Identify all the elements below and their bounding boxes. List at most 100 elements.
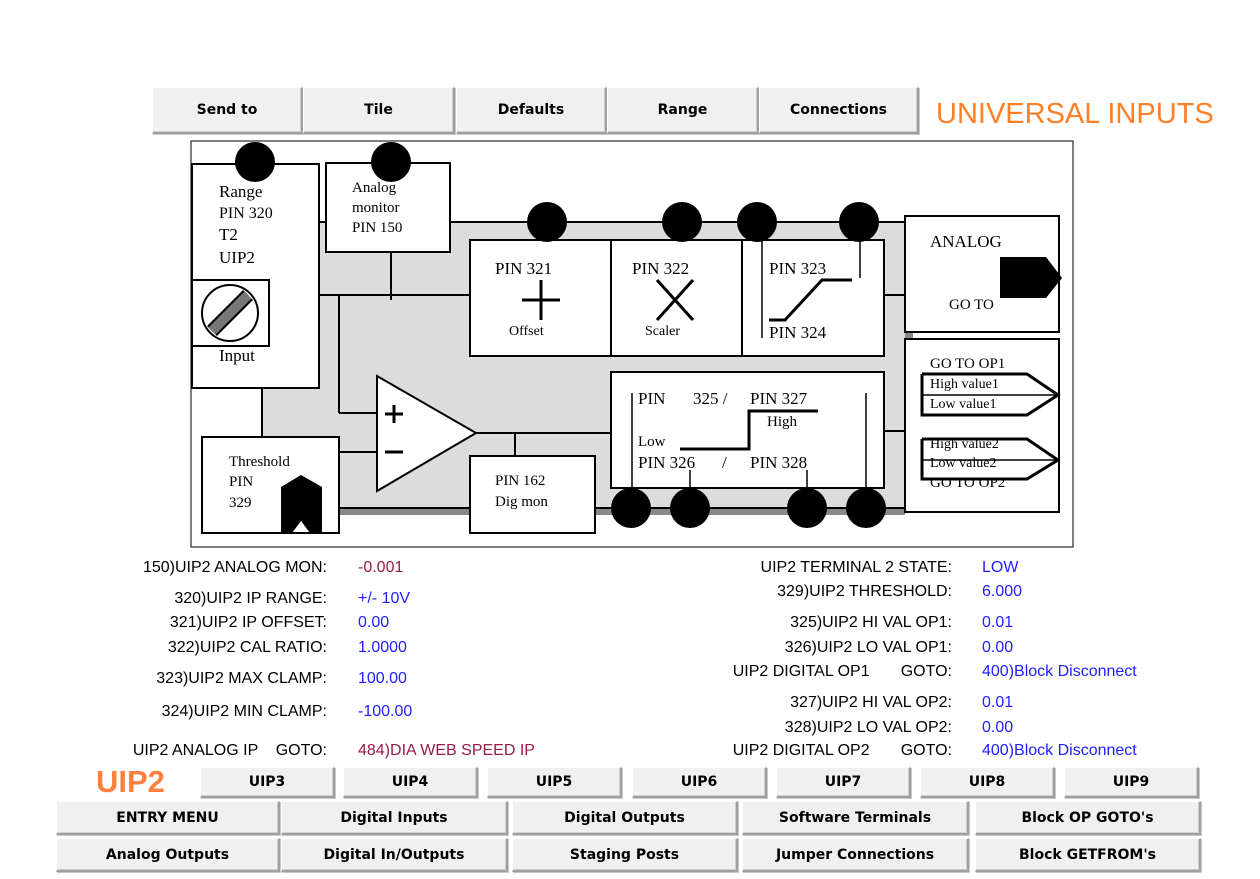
param-value[interactable]: -100.00	[358, 703, 413, 720]
step-curve-icon	[680, 409, 818, 451]
param-value[interactable]: 400)Block Disconnect	[982, 663, 1137, 680]
param-value[interactable]: 0.01	[982, 694, 1014, 711]
param-label: UIP2 TERMINAL 2 STATE:	[760, 559, 952, 576]
param-label: 327)UIP2 HI VAL OP2:	[790, 694, 952, 711]
dig-mon-box	[469, 455, 596, 534]
digital-in-outputs-button[interactable]: Digital In/Outputs	[281, 838, 508, 872]
low-value1-label: Low value1	[930, 397, 996, 412]
clamp-curve-icon	[769, 278, 852, 322]
uip5-button[interactable]: UIP5	[487, 767, 622, 798]
param-label: 324)UIP2 MIN CLAMP:	[161, 703, 327, 720]
param-label: 150)UIP2 ANALOG MON:	[142, 559, 327, 576]
param-value[interactable]: 484)DIA WEB SPEED IP	[358, 742, 535, 759]
low-label: Low	[638, 434, 666, 450]
uip4-button[interactable]: UIP4	[343, 767, 478, 798]
pin-circles	[235, 142, 886, 528]
analog-goto-arrow-icon	[1000, 257, 1062, 298]
param-label: UIP2 DIGITAL OP1 GOTO:	[732, 663, 952, 680]
analog-monitor-label: monitor	[352, 200, 400, 216]
digital-goto-arrow-icon	[920, 372, 1061, 481]
hilo-pin-label: PIN	[638, 389, 665, 408]
current-uip-label: UIP2	[96, 764, 165, 799]
pin-circle	[737, 202, 777, 242]
pin-circle	[371, 142, 411, 182]
min-clamp-pin: PIN 324	[769, 323, 827, 342]
dig-mon-pin: PIN 162	[495, 473, 545, 489]
range-box	[191, 162, 1060, 534]
high-value2-label: High value2	[930, 437, 999, 452]
param-value[interactable]: 6.000	[982, 583, 1023, 600]
pin-circle	[527, 202, 567, 242]
pin-circle	[670, 488, 710, 528]
software-terminals-button[interactable]: Software Terminals	[742, 801, 969, 835]
param-value[interactable]: LOW	[982, 559, 1019, 576]
analog-monitor-label: Analog	[352, 180, 397, 196]
hi-val-op2-pin: PIN 327	[750, 389, 808, 408]
offset-label: Offset	[509, 324, 544, 339]
tile-button[interactable]: Tile	[303, 87, 455, 134]
pin-circle	[846, 488, 886, 528]
param-value[interactable]: 400)Block Disconnect	[982, 742, 1137, 759]
hilo-box	[610, 371, 885, 489]
hi-val-op1-pin: 325 /	[693, 389, 728, 408]
param-label: 325)UIP2 HI VAL OP1:	[790, 614, 952, 631]
dig-mon-label: Dig mon	[495, 494, 548, 510]
goto-op1-label: GO TO OP1	[930, 356, 1005, 372]
param-label: 326)UIP2 LO VAL OP1:	[784, 639, 952, 656]
pin-circle	[787, 488, 827, 528]
connections-button[interactable]: Connections	[759, 87, 919, 134]
threshold-label: Threshold	[229, 454, 290, 470]
jumper-connections-button[interactable]: Jumper Connections	[742, 838, 969, 872]
uip6-button[interactable]: UIP6	[632, 767, 767, 798]
range-pin: PIN 320	[219, 205, 273, 222]
param-label: 323)UIP2 MAX CLAMP:	[156, 670, 327, 687]
param-value[interactable]: 0.00	[982, 639, 1014, 656]
analog-outputs-button[interactable]: Analog Outputs	[56, 838, 280, 872]
param-label: 321)UIP2 IP OFFSET:	[169, 614, 327, 631]
input-knob-icon	[201, 284, 259, 342]
range-button[interactable]: Range	[607, 87, 759, 134]
block-op-gotos-button[interactable]: Block OP GOTO's	[975, 801, 1201, 835]
terminal-label: T2	[219, 225, 238, 244]
param-value[interactable]: 0.01	[982, 614, 1014, 631]
uip3-button[interactable]: UIP3	[200, 767, 335, 798]
threshold-pin-number: 329	[229, 495, 252, 511]
param-value[interactable]: 0.00	[982, 719, 1014, 736]
param-value[interactable]: -0.001	[358, 559, 404, 576]
uip8-button[interactable]: UIP8	[920, 767, 1055, 798]
param-value[interactable]: 0.00	[358, 614, 390, 631]
param-label: UIP2 ANALOG IP GOTO:	[132, 742, 327, 759]
offset-pin: PIN 321	[495, 259, 552, 278]
threshold-pin-label: PIN	[229, 474, 253, 490]
uip7-button[interactable]: UIP7	[776, 767, 911, 798]
send-to-button[interactable]: Send to	[152, 87, 303, 134]
analog-monitor-pin: PIN 150	[352, 220, 402, 236]
digital-goto-box	[904, 338, 1060, 513]
analog-goto-label: GO TO	[949, 297, 994, 313]
defaults-button[interactable]: Defaults	[456, 87, 607, 134]
staging-posts-button[interactable]: Staging Posts	[512, 838, 738, 872]
high-value1-label: High value1	[930, 377, 999, 392]
lo-val-op1-pin: PIN 326	[638, 453, 695, 472]
param-label: 320)UIP2 IP RANGE:	[174, 590, 327, 607]
uip-label: UIP2	[219, 248, 255, 267]
max-clamp-pin: PIN 323	[769, 259, 826, 278]
digital-outputs-button[interactable]: Digital Outputs	[512, 801, 738, 835]
digital-inputs-button[interactable]: Digital Inputs	[281, 801, 508, 835]
comparator-icon	[376, 374, 478, 493]
param-value[interactable]: +/- 10V	[358, 590, 411, 607]
pin-circle	[611, 488, 651, 528]
param-value[interactable]: 1.0000	[358, 639, 407, 656]
page-title: UNIVERSAL INPUTS	[936, 98, 1214, 130]
range-label: Range	[219, 182, 262, 201]
low-value2-label: Low value2	[930, 456, 996, 471]
param-label: 328)UIP2 LO VAL OP2:	[784, 719, 952, 736]
scaler-pin: PIN 322	[632, 259, 689, 278]
uip9-button[interactable]: UIP9	[1064, 767, 1199, 798]
pin-circle	[662, 202, 702, 242]
entry-menu-button[interactable]: ENTRY MENU	[56, 801, 280, 835]
block-getfroms-button[interactable]: Block GETFROM's	[975, 838, 1201, 872]
param-value[interactable]: 100.00	[358, 670, 407, 687]
goto-op2-label: GO TO OP2	[930, 475, 1005, 491]
param-label: UIP2 DIGITAL OP2 GOTO:	[732, 742, 952, 759]
